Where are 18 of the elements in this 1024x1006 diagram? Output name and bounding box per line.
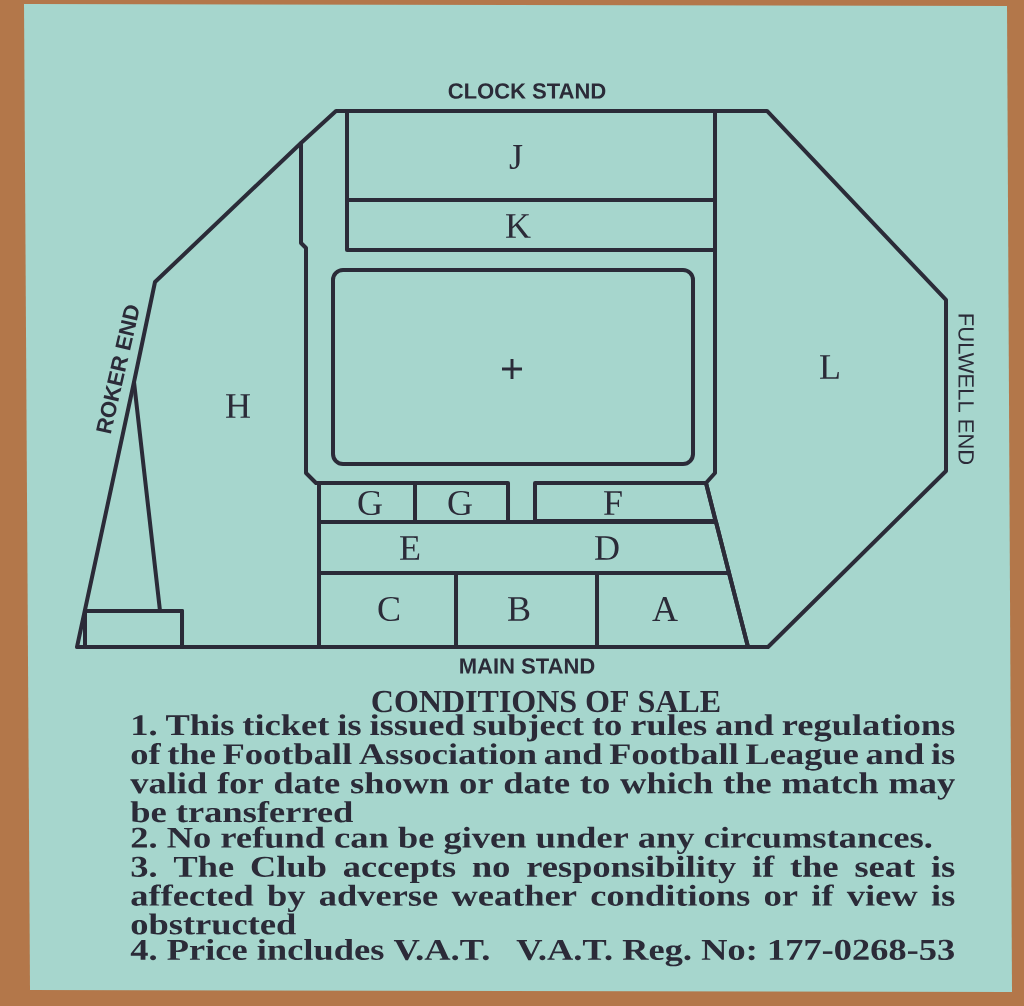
seating-section: L [704,109,948,649]
seating-section: G [317,481,417,524]
seating-section: G [413,481,510,524]
seating-section: A [595,571,750,649]
stand-name: MAIN STAND [460,658,595,674]
condition-text: 2. No refund can be given under any circumstances. [131,826,932,855]
condition-text: 4. Price includes V.A.T. [130,938,489,961]
seating-section: C [317,571,458,649]
section-heading: CONDITIONS OF SALE [372,690,720,713]
condition-text: 3. The Club accepts no responsibility if the seat is affected by adverse weather conditions or if view is obstructed [131,855,955,935]
registration-number: V.A.T. Reg. No: 177-0268-53 [516,939,954,967]
seating-section: K [345,198,717,252]
seating-section: F [533,481,718,523]
condition-text: 1. This ticket is issued subject to rules and regulations of the Football Association and Football League and is valid for date shown or date to which the match may be transferred [130,714,955,823]
seating-section: J [345,109,717,202]
seating-section: B [454,571,599,649]
seating-section: E D [317,520,731,575]
enclosure-box [83,609,184,649]
